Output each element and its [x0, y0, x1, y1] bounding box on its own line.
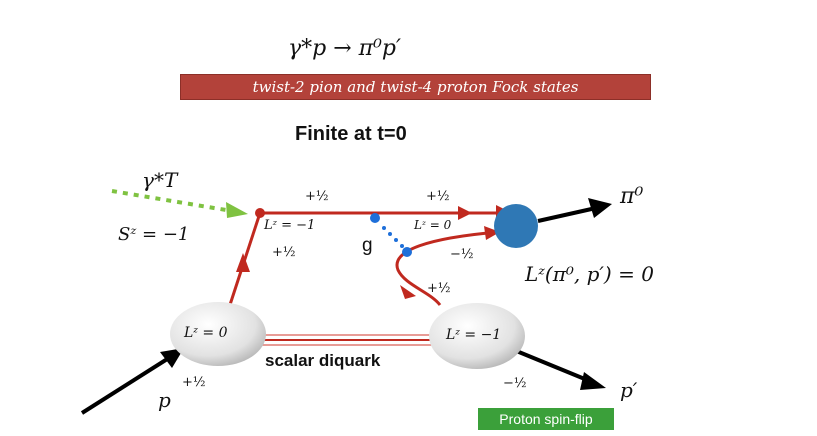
spin-loop-out: −½ [450, 247, 474, 262]
proton-out-line [513, 348, 593, 384]
gluon-dot [382, 226, 386, 230]
pion-blob [494, 204, 538, 248]
quark-arrow-riser [236, 253, 250, 272]
spin-proton-out: −½ [503, 376, 527, 391]
gluon-dot [388, 232, 392, 236]
proton-spin-flip-badge: Proton spin-flip [478, 408, 614, 430]
vertex-dot [255, 208, 265, 218]
spin-riser: +½ [272, 245, 296, 260]
proton-in-arrowhead [160, 348, 184, 368]
fock-state-banner: twist-2 pion and twist-4 proton Fock sta… [180, 74, 651, 100]
spin-top-left: +½ [305, 189, 329, 204]
diquark-lines [262, 334, 440, 346]
quark-arrow-loop-top [484, 226, 500, 240]
photon-spin-label: Sᶻ = −1 [118, 224, 190, 245]
proton-out-label: p′ [620, 378, 638, 402]
proton-in-line [80, 354, 174, 415]
gluon-line [370, 213, 412, 257]
gluon-endpoint [370, 213, 380, 223]
photon-label: γ*T [142, 168, 178, 192]
final-blob-lz: Lᶻ = −1 [446, 327, 502, 343]
lz-vertex-left-label: Lᶻ = −1 [264, 218, 316, 233]
diquark-label: scalar diquark [265, 351, 381, 370]
pion-arrowhead [588, 198, 612, 218]
spin-loop-down: +½ [427, 281, 451, 296]
lz-final-label: Lᶻ(π⁰, p′) = 0 [525, 262, 654, 286]
gluon-dot [394, 238, 398, 242]
spin-proton-in: +½ [182, 375, 206, 390]
spin-top-right: +½ [426, 189, 450, 204]
quark-line-loop [395, 230, 499, 306]
initial-blob-lz: Lᶻ = 0 [184, 325, 228, 341]
photon-arrowhead [226, 202, 248, 218]
process-title: γ*p → π⁰p′ [288, 38, 401, 60]
initial-proton-blob [170, 302, 266, 366]
gluon-dot [400, 244, 404, 248]
gluon-endpoint [402, 247, 412, 257]
photon-line [111, 189, 239, 214]
finite-at-t0-label: Finite at t=0 [295, 123, 407, 145]
proton-in-label: p [158, 388, 171, 412]
lz-vertex-right-label: Lᶻ = 0 [414, 218, 452, 232]
proton-out-arrowhead [580, 372, 606, 390]
quark-arrow-top-mid [458, 206, 472, 220]
pion-line [537, 206, 597, 223]
final-proton-blob [429, 303, 525, 369]
quark-arrow-loop-down [400, 285, 416, 299]
gluon-label: g [362, 235, 373, 256]
process-equation: γ*p → π⁰p′ [288, 36, 402, 61]
pion-label: π⁰ [620, 184, 644, 209]
